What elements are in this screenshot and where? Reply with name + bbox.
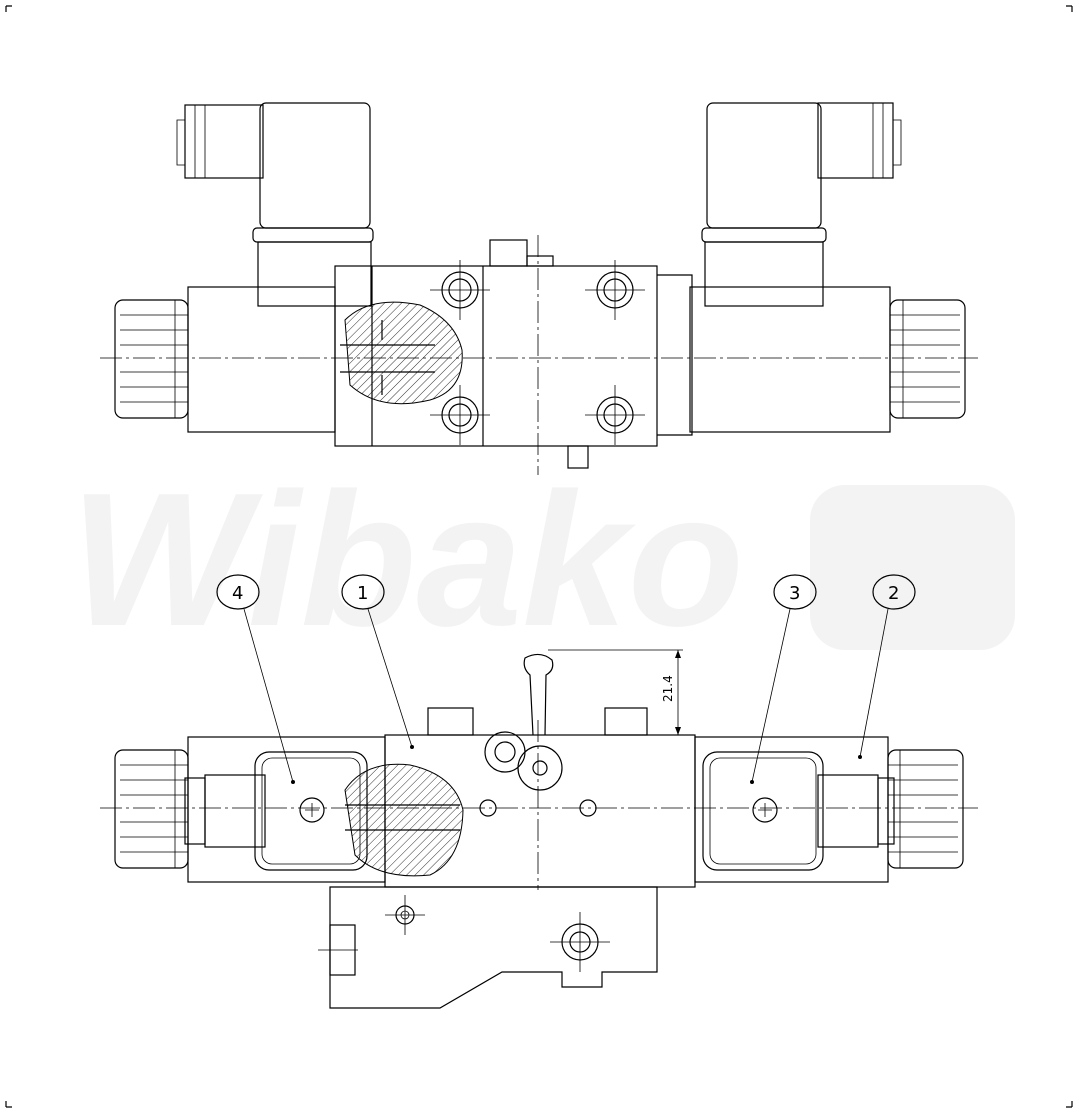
dimension-21-4: 21.4 [661,675,675,702]
left-solenoid-tube [187,286,336,433]
svg-text:3: 3 [789,583,800,604]
right-connector [817,102,894,179]
corner-marks [5,5,1073,1108]
left-knob [114,299,189,419]
right-coil-window [702,751,824,871]
svg-text:2: 2 [888,583,899,604]
svg-text:1: 1 [357,583,368,604]
watermark-text: Wibako [70,454,744,666]
watermark-logo-icon [810,485,1015,650]
svg-text:4: 4 [232,583,243,604]
bottom-view: 21.4 [100,649,978,1009]
left-connector [184,104,264,179]
left-coil-head [259,102,371,229]
balloon-4: 4 [216,574,295,784]
balloon-3: 3 [750,574,817,784]
right-solenoid-tube [689,286,891,433]
top-view [100,102,978,475]
right-knob [889,299,966,419]
subplate [329,886,658,1009]
balloon-1: 1 [341,574,414,749]
balloon-2: 2 [858,574,916,759]
right-coil-head [706,102,822,229]
